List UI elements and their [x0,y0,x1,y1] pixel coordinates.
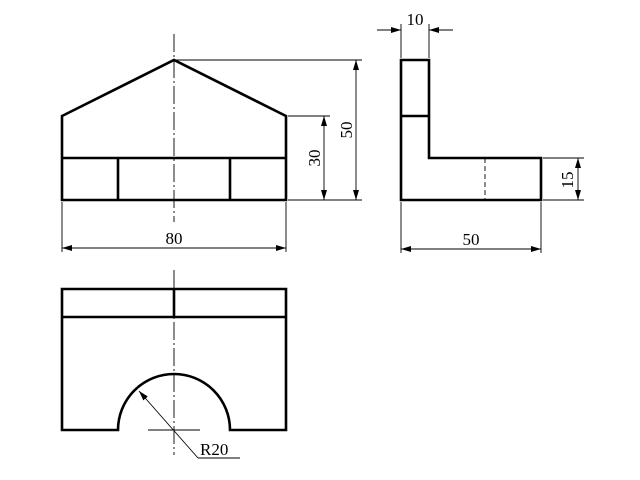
top-view [60,270,288,455]
top-view-outline [60,287,288,432]
side-view [399,58,543,202]
dimension-height-50: 50 [176,59,362,201]
dimension-label-r20: R20 [200,440,228,459]
dimension-label-30: 30 [305,150,324,167]
side-view-outline [399,58,543,202]
dimension-height-30: 30 [288,115,330,200]
front-view-outline [60,58,288,202]
front-view [60,34,288,222]
dimension-base-15: 15 [543,157,584,201]
dimension-label-80: 80 [166,229,183,248]
dimension-label-10: 10 [407,10,424,29]
dimension-thickness-10: 10 [377,10,453,58]
dimension-label-50-horizontal: 50 [463,230,480,249]
dimension-label-50-vertical: 50 [337,122,356,139]
dimension-depth-50: 50 [400,202,542,253]
dimension-radius-20: R20 [138,390,240,459]
dimension-width-80: 80 [61,202,287,252]
dimension-label-15: 15 [558,172,577,189]
